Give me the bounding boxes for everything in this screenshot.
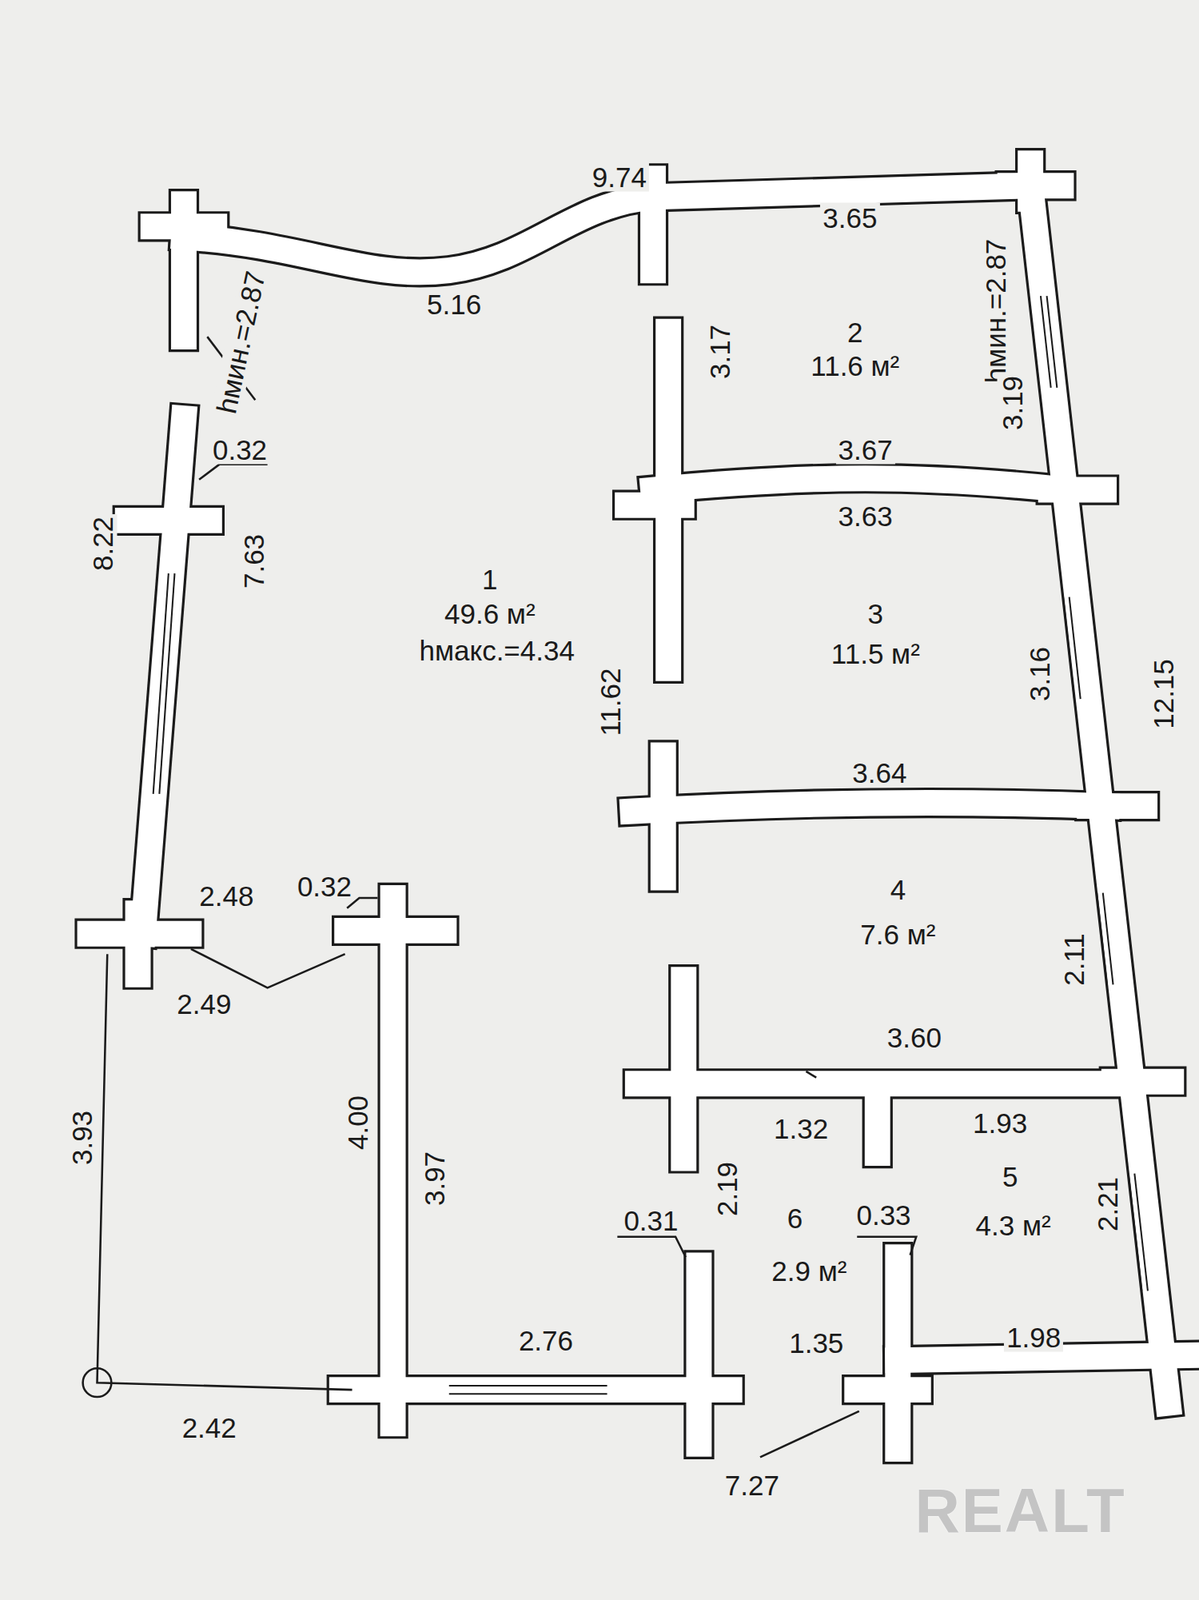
room-label: 3 xyxy=(865,598,886,629)
dimension-label: 7.27 xyxy=(722,1469,782,1500)
room-label: 4.3 м² xyxy=(973,1209,1054,1239)
room-label: 4 xyxy=(888,873,909,904)
dimension-label: 0.32 xyxy=(210,434,270,464)
dimension-label: 3.97 xyxy=(418,1148,449,1208)
dimension-label: 3.67 xyxy=(835,434,895,464)
dimension-label: 3.65 xyxy=(820,202,880,232)
dimension-label: 3.19 xyxy=(997,373,1028,433)
dimension-label: 1.98 xyxy=(1003,1322,1064,1352)
dimension-label: 0.31 xyxy=(621,1204,681,1235)
dimension-label: 3.60 xyxy=(884,1022,945,1052)
dimension-label: 3.63 xyxy=(835,500,895,530)
room-label: hмакс.=4.34 xyxy=(416,635,577,666)
dimension-label: 8.22 xyxy=(87,513,117,574)
watermark: REALT xyxy=(912,1477,1129,1542)
dimension-label: 2.19 xyxy=(711,1159,741,1219)
room-label: 1 xyxy=(479,563,500,594)
dimension-label: 3.64 xyxy=(849,757,909,788)
room-label: 11.5 м² xyxy=(828,638,923,669)
dimension-label: 9.74 xyxy=(589,161,650,192)
dimension-label: 3.16 xyxy=(1023,643,1054,703)
dimension-label: 1.32 xyxy=(771,1112,831,1143)
dimension-label: 2.76 xyxy=(516,1325,576,1355)
dimension-label: 2.42 xyxy=(179,1411,240,1442)
room-label: 7.6 м² xyxy=(857,919,938,949)
dimension-label: 2.49 xyxy=(174,987,234,1018)
dimension-label: 1.35 xyxy=(786,1326,846,1357)
dimension-label: hмин.=2.87 xyxy=(211,265,271,418)
dimension-label: 2.48 xyxy=(196,880,256,910)
dimension-label: 11.62 xyxy=(595,665,626,739)
dimension-label: 4.00 xyxy=(342,1092,372,1152)
dimension-label: 0.33 xyxy=(853,1199,913,1230)
dimension-label: hмин.=2.87 xyxy=(979,236,1010,387)
dimension-label: 3.17 xyxy=(705,322,735,382)
dimension-label: 2.21 xyxy=(1092,1174,1123,1234)
dimension-label: 2.11 xyxy=(1058,930,1088,988)
room-label: 11.6 м² xyxy=(808,350,902,381)
room-label: 5 xyxy=(999,1160,1020,1191)
dimension-label: 0.32 xyxy=(294,871,355,901)
dimension-label: 5.16 xyxy=(424,289,484,319)
dimension-label: 12.15 xyxy=(1148,656,1179,732)
room-label: 2 xyxy=(844,316,865,347)
dimension-label: 1.93 xyxy=(970,1107,1030,1138)
room-label: 2.9 м² xyxy=(768,1255,849,1286)
dimension-label: 7.63 xyxy=(238,531,268,591)
room-label: 49.6 м² xyxy=(442,598,538,629)
dimension-label: 3.93 xyxy=(67,1107,97,1168)
room-label: 6 xyxy=(784,1202,805,1232)
